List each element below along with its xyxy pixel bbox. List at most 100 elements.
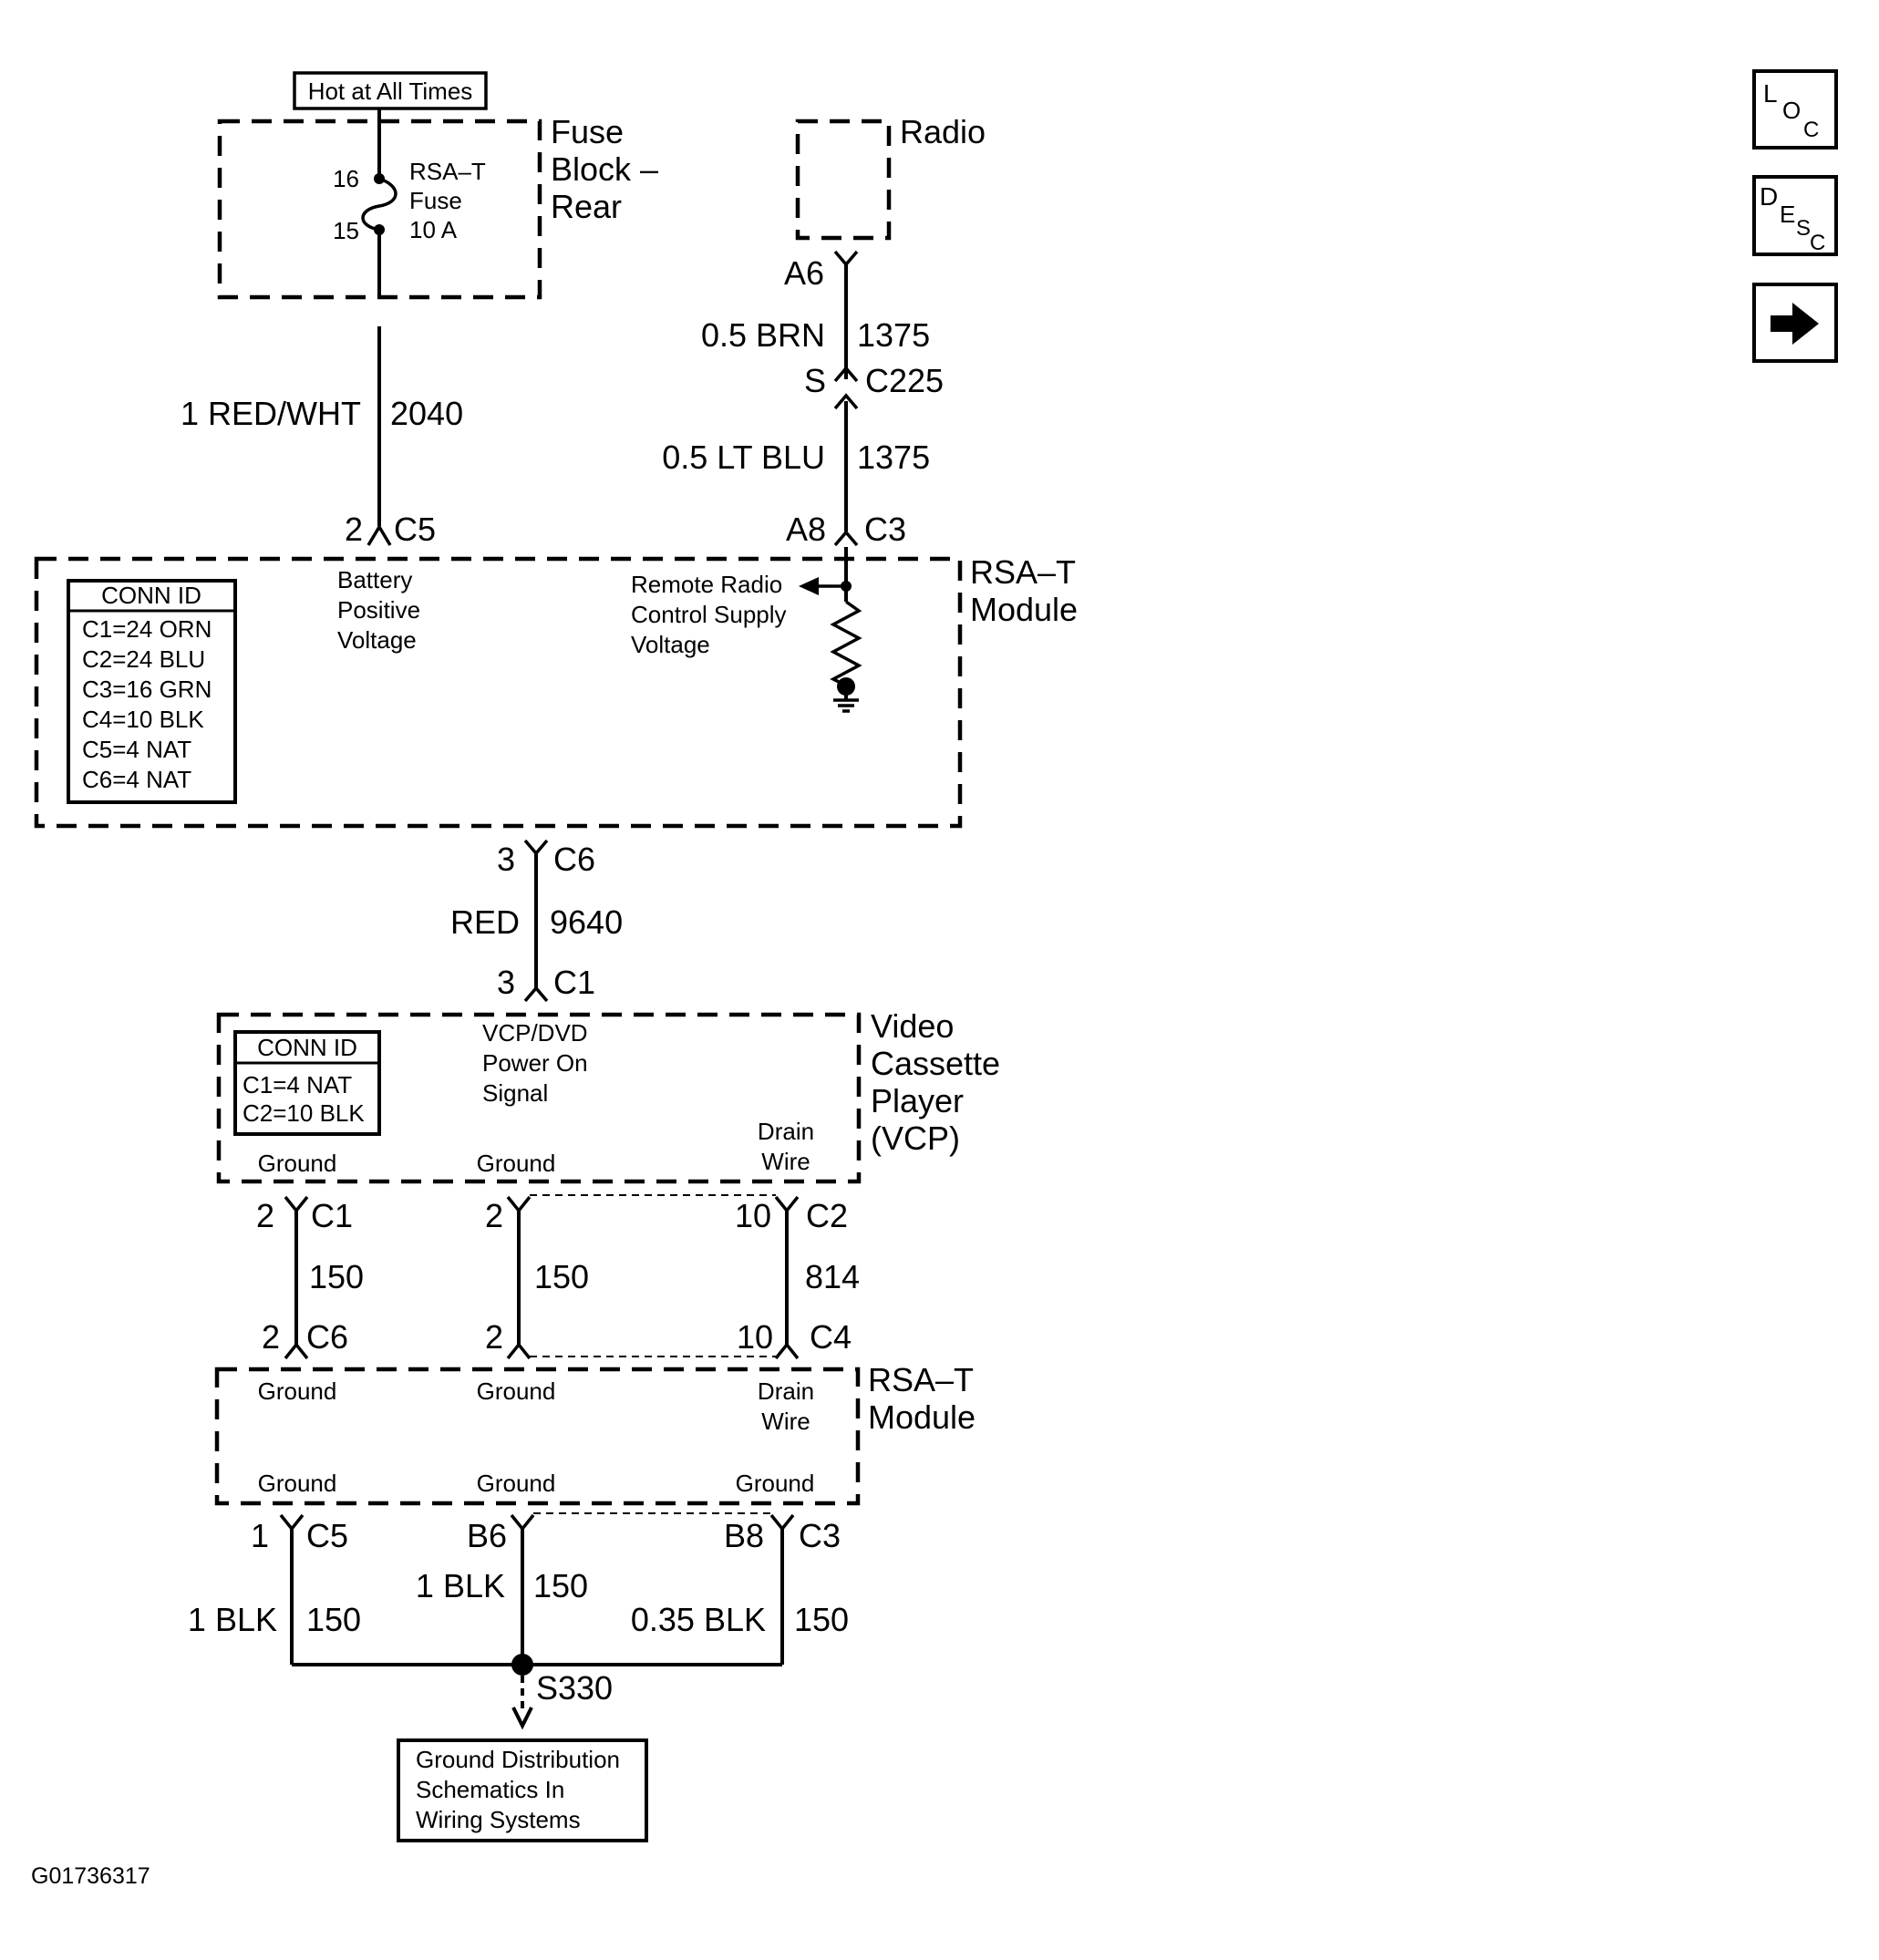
gnd-wire-right-connector: C3: [799, 1517, 841, 1554]
gnd-left-top-pin: 2: [256, 1197, 274, 1234]
vcp-title-1: Video: [871, 1007, 954, 1045]
drain-circuit: 814: [805, 1258, 860, 1295]
gnd-mid-top-pin: 2: [485, 1197, 503, 1234]
fuse-pin-bottom: 15: [333, 217, 359, 244]
remote-label-1: Remote Radio: [631, 571, 782, 598]
description-button[interactable]: D E S C: [1752, 175, 1838, 256]
drain-top-pin: 10: [735, 1197, 771, 1234]
next-page-button[interactable]: [1752, 283, 1838, 363]
resistor-icon: [830, 600, 862, 688]
desc-letter-c: C: [1810, 231, 1825, 255]
rsa-top-conn-row-3: C3=16 GRN: [82, 676, 212, 703]
wire-9640-circuit: 9640: [550, 903, 623, 941]
gnd-mid-bottom-pin: 2: [485, 1318, 503, 1356]
vcp-signal-3: Signal: [482, 1079, 548, 1107]
fuse-block-title-3: Rear: [551, 188, 622, 225]
location-button[interactable]: L O C: [1752, 69, 1838, 150]
rsa-top-conn-row-6: C6=4 NAT: [82, 766, 191, 793]
vcp-title-4: (VCP): [871, 1119, 960, 1157]
wire-2040: 1 RED/WHT 2040 2 C5: [181, 326, 463, 548]
desc-letter-d: D: [1760, 182, 1778, 211]
rsa-top-conn-row-5: C5=4 NAT: [82, 736, 191, 763]
wire-1375-pin: A8: [786, 511, 826, 548]
wire-2040-pin: 2: [345, 511, 363, 548]
rsa-top-conn-id-table: CONN ID C1=24 ORN C2=24 BLU C3=16 GRN C4…: [67, 579, 237, 804]
ground-ref-line-1: Ground Distribution: [416, 1746, 620, 1773]
wire-9640-top-connector: C6: [553, 841, 595, 878]
wire-9640-bottom-pin: 3: [497, 964, 515, 1001]
fuse-pin-top: 16: [333, 165, 359, 192]
vcp-ground-left: Ground: [258, 1150, 337, 1177]
fuse-label-1: RSA–T: [409, 158, 486, 185]
rsa-bottom-top-left: Ground: [258, 1377, 337, 1405]
arrow-left-icon: [799, 577, 819, 595]
gnd-wire-right-pin: B8: [724, 1517, 764, 1554]
desc-letter-e: E: [1780, 201, 1795, 228]
vcp-signal-2: Power On: [482, 1049, 588, 1077]
gnd-wire-mid-circuit: 150: [533, 1567, 588, 1604]
battery-label-3: Voltage: [337, 626, 417, 654]
fuse-block-title-1: Fuse: [551, 113, 624, 150]
ground-distribution-reference: Ground Distribution Schematics In Wiring…: [397, 1738, 648, 1842]
vcp-signal-1: VCP/DVD: [482, 1019, 588, 1047]
gnd-left-top-connector: C1: [311, 1197, 353, 1234]
splice-dot-icon: [511, 1654, 533, 1676]
rsa-bottom-ground-right: Ground: [736, 1470, 815, 1497]
vcp-to-module-wires: 2 C1 150 2 C6 2 150 2 10 C2 814 10 C4: [256, 1194, 860, 1360]
video-cassette-player: Video Cassette Player (VCP) VCP/DVD Powe…: [216, 1007, 1000, 1184]
vcp-conn-id-table: CONN ID C1=4 NAT C2=10 BLK: [233, 1030, 381, 1136]
loc-letter-l: L: [1763, 79, 1778, 108]
gnd-wire-right-circuit: 150: [794, 1601, 849, 1638]
ground-wires: 1 C5 1 BLK 150 B6 1 BLK 150 B8 C3 0.35 B…: [188, 1512, 849, 1730]
figure-id: G01736317: [31, 1863, 150, 1889]
wire-9640-bottom-connector: C1: [553, 964, 595, 1001]
gnd-wire-left-gauge: 1 BLK: [188, 1601, 277, 1638]
battery-label-1: Battery: [337, 566, 412, 593]
ground-symbol-icon: [833, 698, 859, 713]
fuse-block-title-2: Block –: [551, 150, 658, 188]
fuse-icon: [361, 177, 397, 232]
wire-1375-brn-circuit: 1375: [857, 316, 930, 354]
rsa-top-conn-id-header: CONN ID: [101, 582, 201, 609]
rsa-bottom-top-mid: Ground: [477, 1377, 556, 1405]
drain-bottom-pin: 10: [737, 1318, 773, 1356]
rsa-bottom-drain-2: Wire: [761, 1408, 810, 1435]
vcp-title-2: Cassette: [871, 1045, 1000, 1082]
rsa-top-conn-row-1: C1=24 ORN: [82, 615, 212, 643]
vcp-ground-mid: Ground: [477, 1150, 556, 1177]
desc-letter-s: S: [1796, 216, 1811, 241]
gnd-left-circuit: 150: [309, 1258, 364, 1295]
hot-label-text: Hot at All Times: [308, 77, 473, 105]
gnd-wire-mid-pin: B6: [467, 1517, 507, 1554]
vcp-drain-1: Drain: [758, 1118, 814, 1145]
gnd-wire-mid-gauge: 1 BLK: [416, 1567, 505, 1604]
remote-label-3: Voltage: [631, 631, 710, 658]
rsa-top-conn-row-4: C4=10 BLK: [82, 706, 204, 733]
vcp-conn-row-1: C1=4 NAT: [243, 1071, 352, 1099]
rsa-t-module-bottom: RSA–T Module Ground Ground Drain Wire Gr…: [214, 1361, 976, 1506]
wire-9640-color: RED: [450, 903, 520, 941]
ground-ref-line-2: Schematics In: [416, 1776, 564, 1803]
rsa-bottom-drain-1: Drain: [758, 1377, 814, 1405]
drain-bottom-connector: C4: [810, 1318, 852, 1356]
wire-1375-ltblu-gauge: 0.5 LT BLU: [662, 438, 825, 476]
gnd-left-bottom-connector: C6: [306, 1318, 348, 1356]
vcp-conn-row-2: C2=10 BLK: [243, 1099, 365, 1127]
remote-label-2: Control Supply: [631, 601, 787, 628]
gnd-wire-right-gauge: 0.35 BLK: [631, 1601, 766, 1638]
wire-9640: 3 C6 RED 9640 3 C1: [450, 839, 623, 1003]
c225-side: S: [804, 362, 826, 399]
loc-letter-o: O: [1782, 97, 1801, 124]
vcp-drain-2: Wire: [761, 1148, 810, 1175]
fuse-label-3: 10 A: [409, 216, 458, 243]
fuse-label-2: Fuse: [409, 187, 462, 214]
arrow-down-icon: [511, 1707, 533, 1730]
rsa-bottom-ground-mid: Ground: [477, 1470, 556, 1497]
battery-label-2: Positive: [337, 596, 420, 624]
gnd-mid-circuit: 150: [534, 1258, 589, 1295]
ground-ref-line-3: Wiring Systems: [416, 1806, 581, 1833]
rsa-top-title-1: RSA–T: [970, 553, 1076, 591]
wire-9640-top-pin: 3: [497, 841, 515, 878]
hot-at-all-times-label: Hot at All Times: [293, 71, 488, 110]
